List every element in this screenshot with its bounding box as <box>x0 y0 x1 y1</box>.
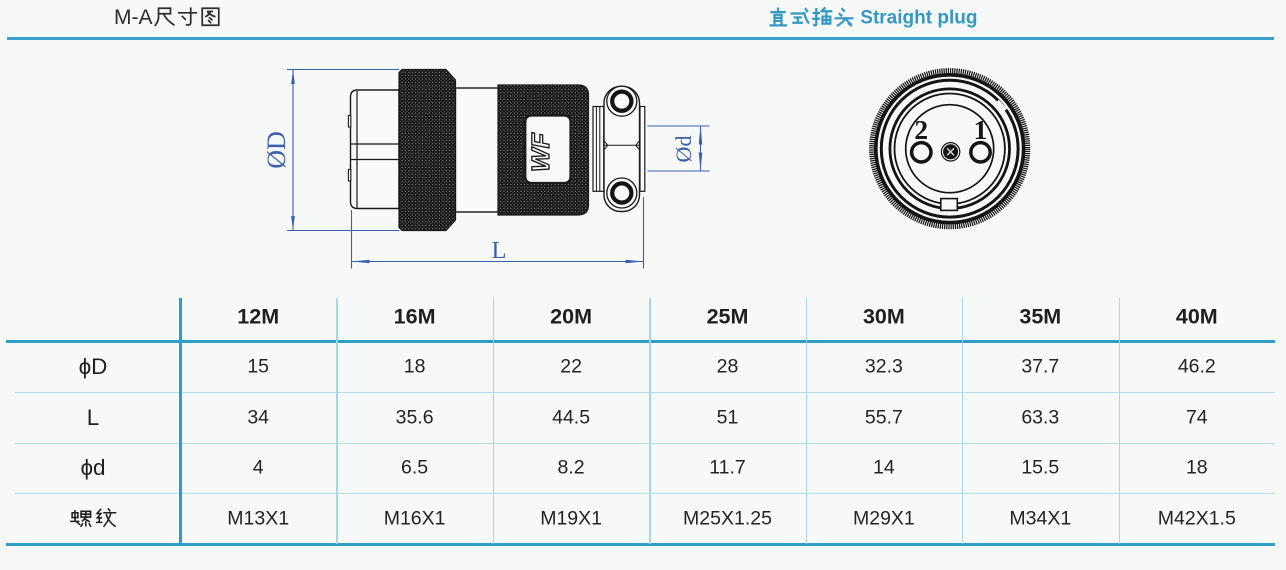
svg-text:L: L <box>492 237 507 264</box>
svg-text:ØD: ØD <box>262 131 291 169</box>
svg-text:WF: WF <box>527 132 555 172</box>
svg-text:Ød: Ød <box>671 136 696 163</box>
